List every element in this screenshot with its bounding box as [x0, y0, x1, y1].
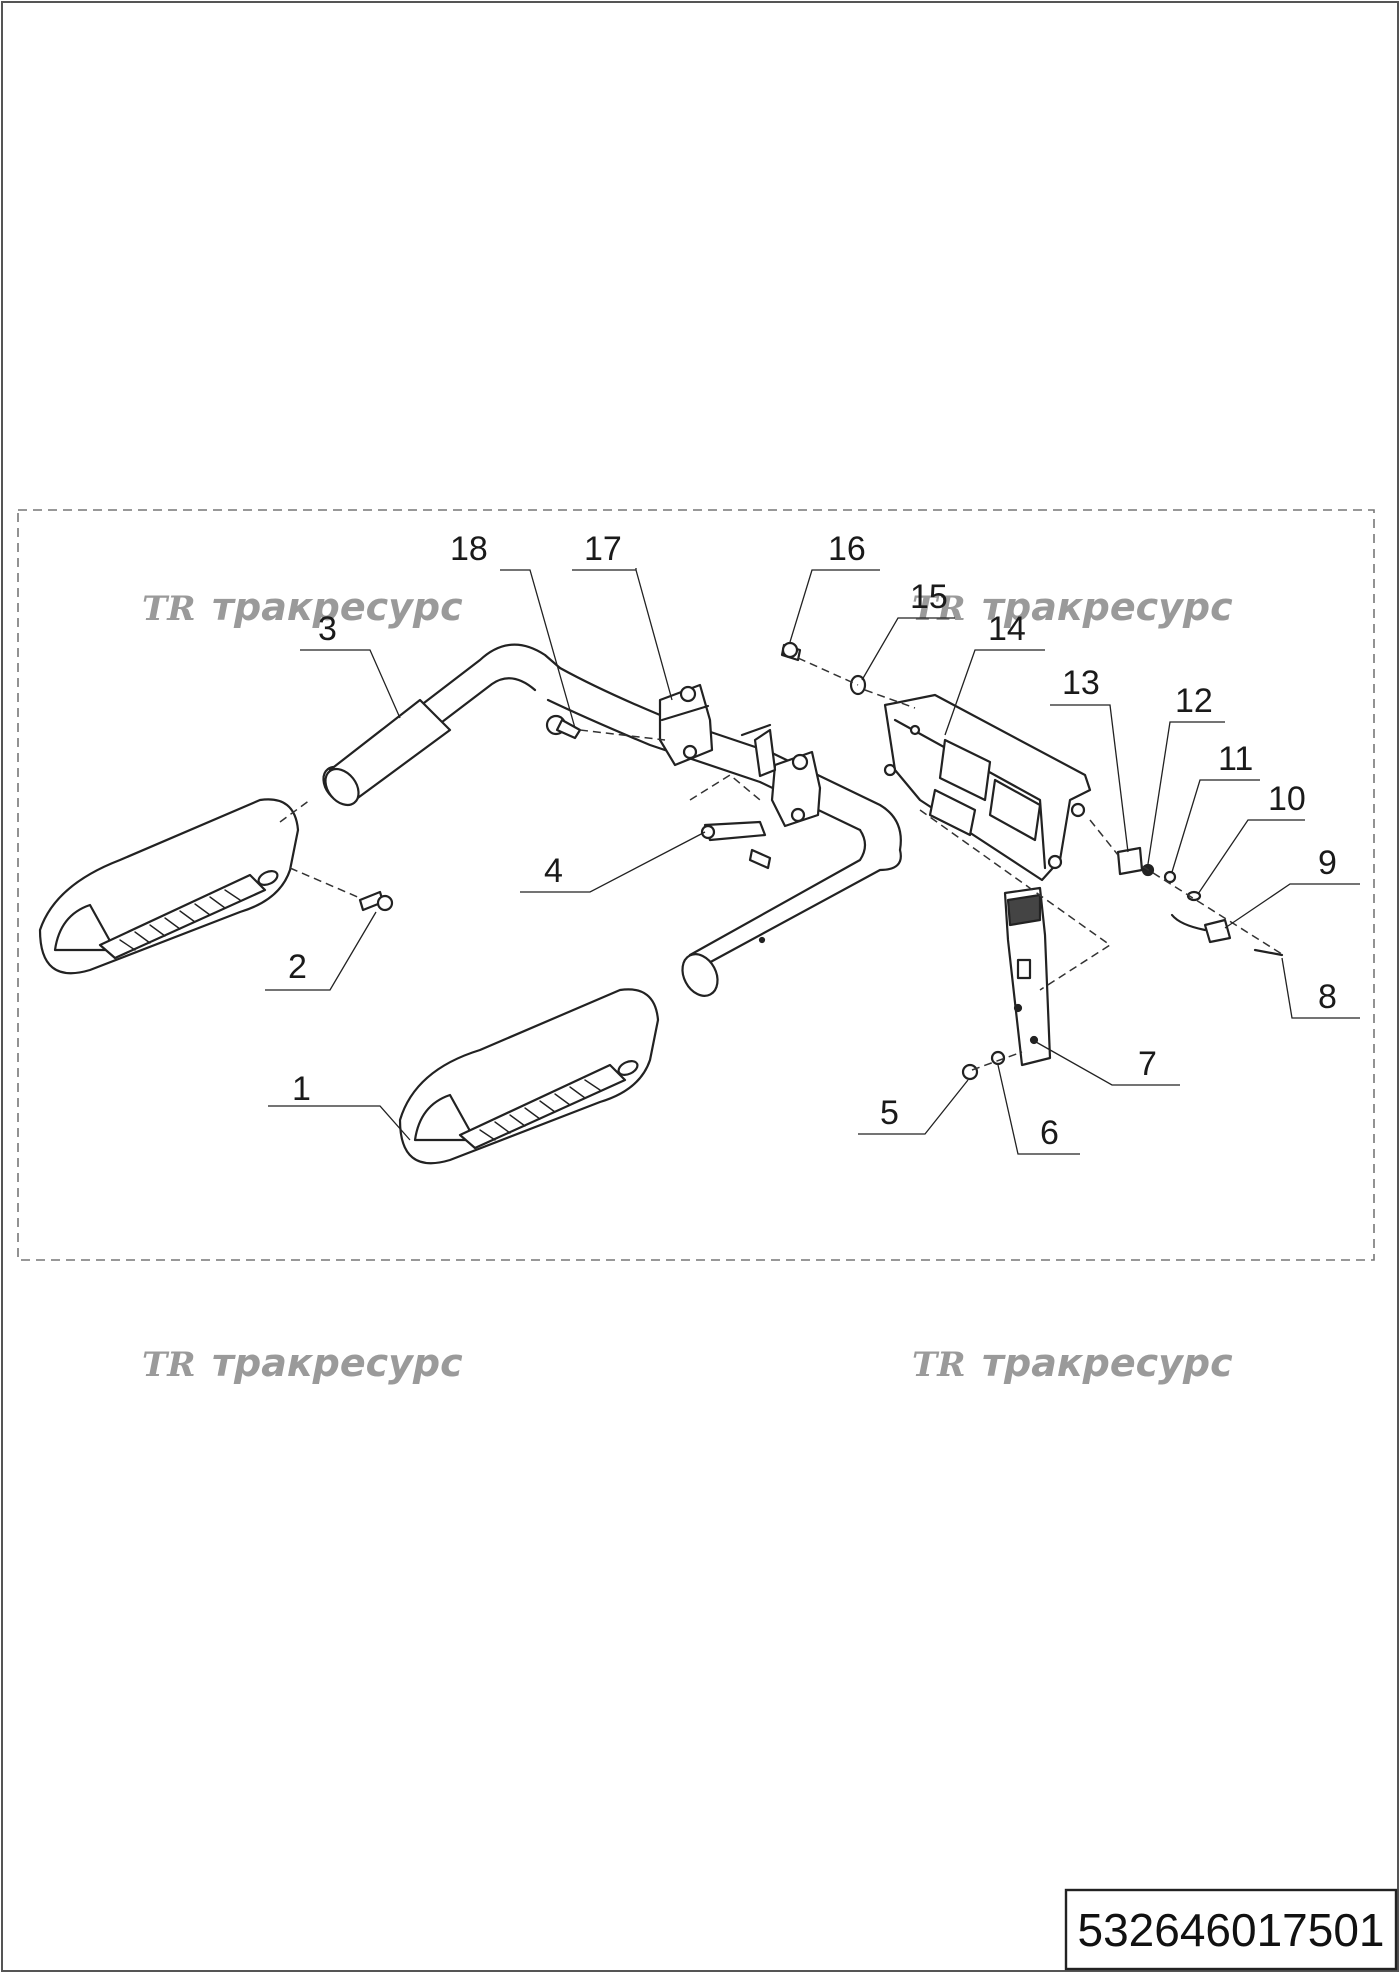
watermark-text: тракресурс [212, 585, 463, 629]
mounting-plate [1003, 886, 1052, 1067]
part-label-2: 2 [288, 948, 307, 986]
part-label-12: 12 [1175, 682, 1213, 720]
watermark-top-right: TR тракресурс [912, 585, 1233, 629]
watermark-text: тракресурс [982, 1341, 1233, 1385]
clamp-right [740, 723, 822, 828]
washer-6 [990, 1050, 1006, 1066]
grip-upper [38, 798, 300, 975]
part-label-16: 16 [828, 530, 866, 568]
part-label-10: 10 [1268, 780, 1306, 818]
spacer-10 [1186, 890, 1202, 902]
part-label-1: 1 [292, 1070, 311, 1108]
watermark-bottom-left: TR тракресурс [142, 1341, 463, 1385]
assembly-lines [279, 657, 1286, 1071]
bracket-13 [1116, 846, 1144, 876]
assembly-boundary [17, 509, 1375, 1261]
handlebar-end-left [324, 698, 452, 807]
part-label-11: 11 [1218, 740, 1253, 778]
handlebar-tube [322, 643, 902, 997]
screw-5 [961, 1063, 979, 1081]
pin-8 [1253, 948, 1284, 957]
screw-2 [358, 890, 394, 912]
part-label-5: 5 [880, 1094, 899, 1132]
part-label-18: 18 [450, 530, 488, 568]
bolt-16 [780, 641, 802, 662]
part-label-3: 3 [318, 610, 337, 648]
part-label-8: 8 [1318, 978, 1337, 1016]
clamp-left [658, 683, 714, 767]
instrument-housing [883, 693, 1092, 882]
part-label-17: 17 [584, 530, 622, 568]
watermark-text: тракресурс [982, 585, 1233, 629]
bolt-18 [545, 714, 582, 740]
part-label-14: 14 [988, 610, 1026, 648]
part-label-13: 13 [1062, 664, 1100, 702]
watermark-logo: TR [912, 1345, 966, 1385]
part-labels: 1 2 3 4 5 6 7 8 9 10 11 12 13 14 15 16 1… [288, 530, 1337, 1152]
part-label-4: 4 [544, 852, 563, 890]
part-label-15: 15 [910, 578, 948, 616]
watermark-logo: TR [142, 589, 196, 629]
document-number-box: 532646017501 [1064, 1888, 1398, 1971]
leader-lines [265, 568, 1360, 1155]
part-label-7: 7 [1138, 1045, 1157, 1083]
washer-11 [1163, 870, 1177, 884]
part-label-6: 6 [1040, 1114, 1059, 1152]
watermark-top-left: TR тракресурс [142, 585, 463, 629]
watermark-logo: TR [142, 1345, 196, 1385]
document-number: 532646017501 [1078, 1904, 1385, 1956]
part-label-9: 9 [1318, 844, 1337, 882]
watermark-text: тракресурс [212, 1341, 463, 1385]
watermark-bottom-right: TR тракресурс [912, 1341, 1233, 1385]
grip-lower [398, 988, 660, 1165]
connector-9 [1170, 913, 1232, 944]
watermark-logo: TR [912, 589, 966, 629]
pin-4 [700, 820, 772, 870]
